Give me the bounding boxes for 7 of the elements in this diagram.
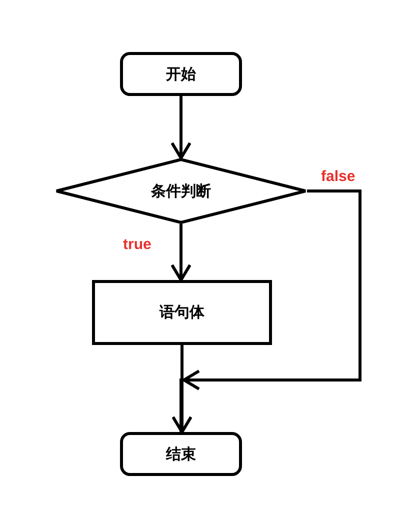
arrow [172, 345, 192, 434]
terminal-box: 开始 [120, 52, 242, 96]
arrow [170, 96, 192, 160]
arrow [170, 224, 192, 282]
node-label: 条件判断 [151, 182, 211, 200]
process-box: 语句体 [92, 280, 272, 345]
terminal-box: 结束 [120, 432, 242, 476]
